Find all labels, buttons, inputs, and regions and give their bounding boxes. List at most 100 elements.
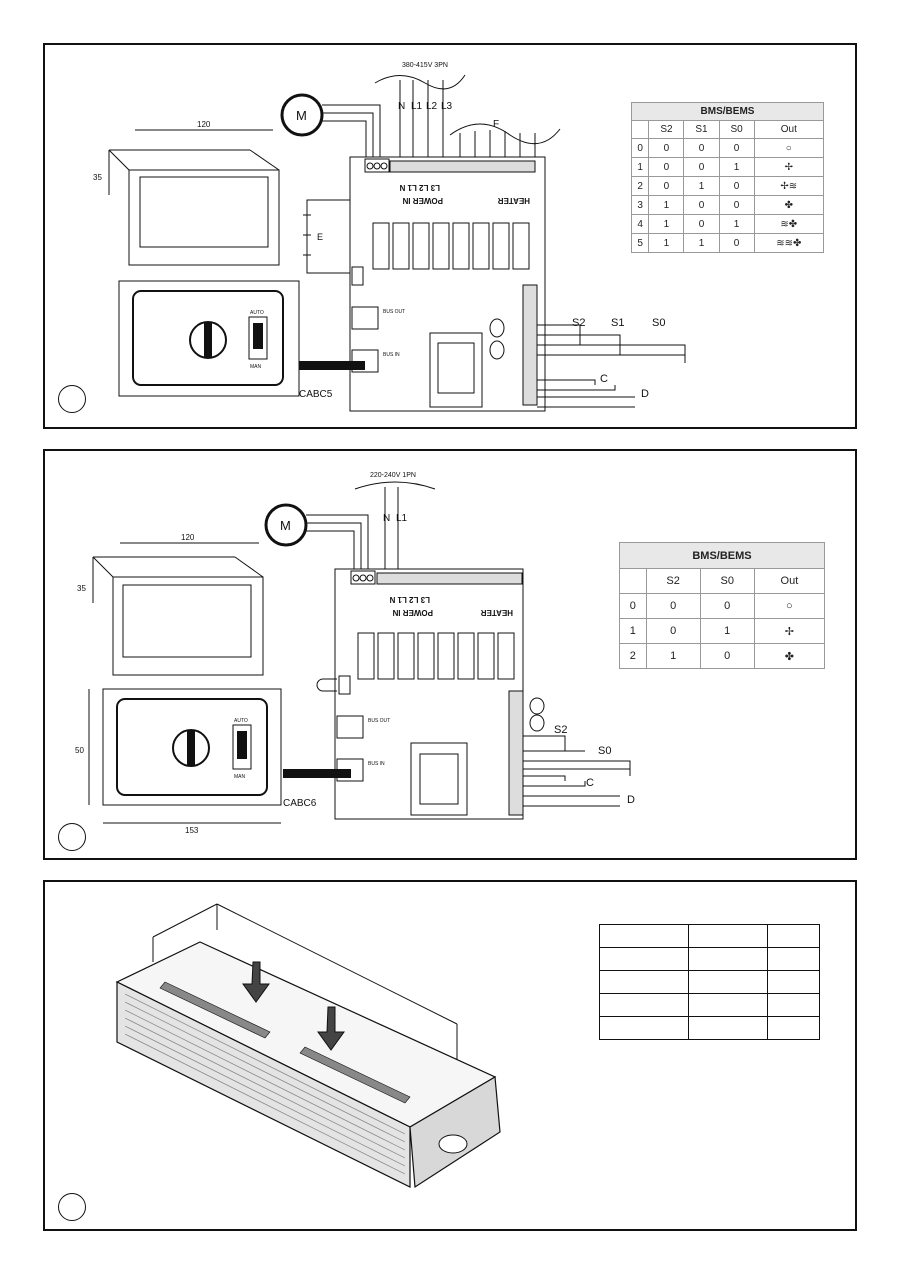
control-board: [349, 156, 546, 412]
wiring-diagram-3phase: 380-415V 3PN N L1 L2 L3 F M L3 L2 L1 N: [93, 62, 686, 412]
input-s1-label: S1: [611, 317, 624, 329]
bms-header: Out: [753, 568, 826, 594]
mounting-arrow-icon: [317, 1006, 345, 1051]
bms-cell: 0: [683, 157, 720, 177]
bus-in-label: BUS IN: [383, 352, 400, 358]
bms-cell: 0: [630, 138, 650, 158]
bms-out-icon: ✢: [753, 157, 825, 177]
figure-marker: [58, 1193, 86, 1221]
motor-label: M: [296, 108, 307, 123]
bms-out-icon: ≋✤: [753, 214, 825, 234]
bms-cell: 1: [718, 157, 755, 177]
contact-c-label: C: [586, 777, 594, 789]
knob-auto-label: AUTO: [250, 310, 264, 316]
input-s2-label: S2: [572, 317, 585, 329]
bus-in-label: BUS IN: [368, 761, 385, 767]
bms-out-icon: ○: [753, 138, 825, 158]
bms-out-icon: ✤: [753, 643, 826, 669]
knob-man-label: MAN: [234, 774, 246, 780]
figure-marker: [58, 823, 86, 851]
line-n: N: [383, 513, 390, 524]
dim-depth-label: 35: [93, 173, 102, 182]
bms-cell: 1: [718, 214, 755, 234]
bms-out-icon: ○: [753, 593, 826, 619]
heater-supply-label: F: [493, 119, 499, 130]
bms-cell: 0: [648, 176, 685, 196]
line-l3: L3: [441, 101, 453, 112]
bms-cell: 0: [648, 157, 685, 177]
contact-d-label: D: [641, 388, 649, 400]
dim-outer-width-label: 153: [185, 826, 199, 835]
board-heater-label: HEATER: [497, 196, 530, 205]
mounting-arrow-icon: [242, 961, 270, 1003]
bms-cell: 3: [630, 195, 650, 215]
bms-cell: 1: [648, 195, 685, 215]
unit-end-cap: [409, 1076, 501, 1189]
supply-label: 380-415V 3PN: [402, 62, 448, 69]
bms-cell: 0: [699, 643, 755, 669]
bms-out-icon: ✢≋: [753, 176, 825, 196]
air-curtain-drawing: [115, 903, 501, 1189]
bms-out-icon: ≋≋✤: [753, 233, 825, 253]
bms-cell: 0: [683, 138, 720, 158]
bms-cell: 1: [648, 214, 685, 234]
bms-cell: 0: [648, 138, 685, 158]
bms-header: S1: [683, 120, 720, 139]
dim-width-label: 120: [181, 533, 195, 542]
controller-label: CABC6: [283, 798, 317, 809]
bms-out-icon: ✤: [753, 195, 825, 215]
bms-out-icon: ✢: [753, 618, 826, 644]
line-l1: L1: [396, 513, 408, 524]
bus-out-label: BUS OUT: [368, 718, 390, 724]
bms-cell: 0: [718, 195, 755, 215]
input-s2-label: S2: [554, 724, 567, 736]
bms-cell: 5: [630, 233, 650, 253]
bms-cell: 2: [630, 176, 650, 196]
bms-cell: 0: [718, 176, 755, 196]
supply-label: 220-240V 1PN: [370, 472, 416, 479]
motor-label: M: [280, 518, 291, 533]
unit-mounting-panel: [43, 880, 857, 1231]
board-power-in-label: POWER IN: [402, 196, 443, 205]
figure-marker: [58, 385, 86, 413]
bms-header: Out: [753, 120, 825, 139]
board-power-in-label: POWER IN: [392, 608, 433, 617]
bms-header: S2: [645, 568, 701, 594]
bms-cell: 1: [648, 233, 685, 253]
earth-label: E: [317, 232, 323, 242]
bms-cell: 0: [645, 618, 701, 644]
bms-cell: 0: [718, 233, 755, 253]
line-n: N: [398, 101, 405, 112]
contact-d-label: D: [627, 794, 635, 806]
dim-height-label: 50: [75, 746, 84, 755]
bms-cell: 0: [718, 138, 755, 158]
bms-title: BMS/BEMS: [619, 542, 825, 569]
wiring-panel-3phase: 380-415V 3PN N L1 L2 L3 F M L3 L2 L1 N: [43, 43, 857, 429]
bus-out-label: BUS OUT: [383, 309, 405, 315]
bms-cell: 1: [630, 157, 650, 177]
controller-label: CABC5: [299, 389, 333, 400]
bms-title: BMS/BEMS: [631, 102, 824, 121]
bms-cell: 1: [699, 618, 755, 644]
bms-header: S2: [648, 120, 685, 139]
bms-cell: 0: [683, 214, 720, 234]
bms-cell: 0: [683, 195, 720, 215]
board-phases-label: L3 L2 L1 N: [389, 595, 430, 604]
dim-width-label: 120: [197, 120, 211, 129]
auto-man-switch[interactable]: [253, 323, 263, 349]
wiring-diagram-1phase: 220-240V 1PN N L1 M L3 L2 L1 N POWER IN …: [75, 472, 635, 835]
knob-man-label: MAN: [250, 364, 262, 370]
bms-cell: 4: [630, 214, 650, 234]
motor-icon: [264, 503, 308, 547]
auto-man-switch[interactable]: [237, 731, 247, 759]
board-phases-label: L3 L2 L1 N: [399, 183, 440, 192]
bms-header: [630, 120, 650, 139]
line-l1: L1: [411, 101, 423, 112]
contact-c-label: C: [600, 373, 608, 385]
input-s0-label: S0: [598, 745, 611, 757]
bms-cell: 1: [683, 233, 720, 253]
bms-header: S0: [699, 568, 755, 594]
bms-cell: 1: [683, 176, 720, 196]
